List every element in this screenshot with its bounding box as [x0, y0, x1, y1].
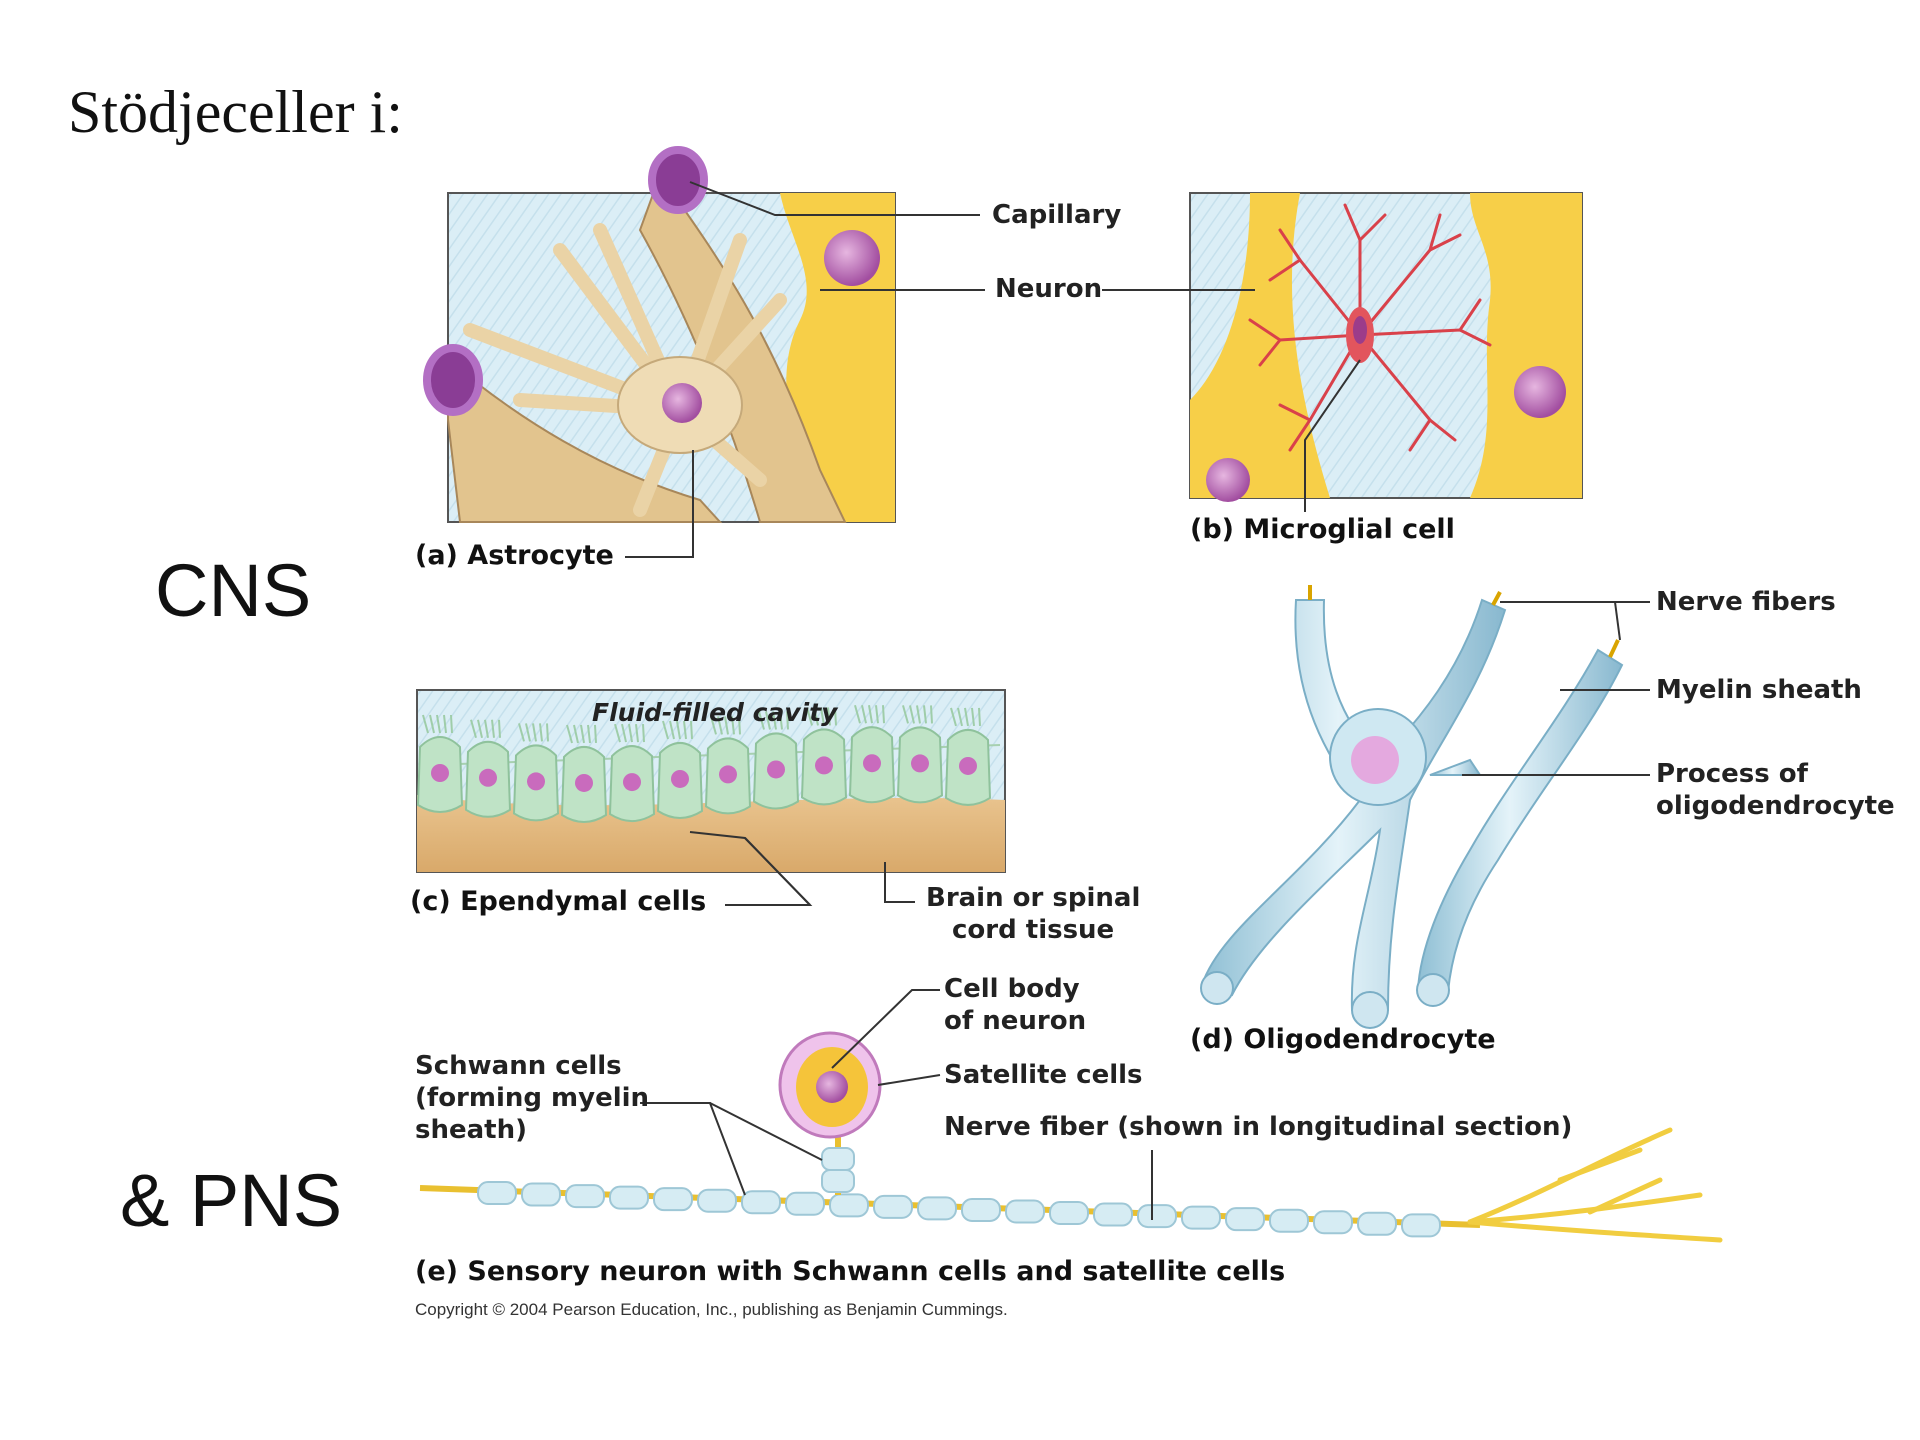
schwann-cell	[1313, 1210, 1353, 1235]
schwann-cell	[917, 1196, 957, 1221]
schwann-cell	[653, 1187, 693, 1212]
schwann-label-2: (forming myelin	[415, 1083, 650, 1113]
schwann-cell	[1049, 1201, 1089, 1226]
process-label-2: oligodendrocyte	[1656, 791, 1895, 821]
fluid-cavity-label: Fluid-filled cavity	[592, 698, 838, 727]
schwann-cell	[873, 1194, 913, 1219]
schwann-label-1: Schwann cells	[415, 1051, 622, 1081]
schwann-cell	[697, 1188, 737, 1213]
schwann-cell	[829, 1193, 869, 1218]
astrocyte-nucleus	[662, 383, 702, 423]
ependymal-nucleus	[623, 773, 641, 792]
ependymal-nucleus	[815, 756, 833, 775]
copyright-notice: Copyright © 2004 Pearson Education, Inc.…	[415, 1300, 1008, 1319]
slide-title: Stödjeceller i:	[68, 79, 403, 145]
neuron-nucleus	[824, 230, 880, 286]
microglia-caption: (b) Microglial cell	[1190, 514, 1455, 545]
schwann-cell	[1093, 1202, 1133, 1227]
cell-body-label-1: Cell body	[944, 974, 1080, 1004]
schwann-cell	[521, 1182, 561, 1207]
oligodendrocyte-caption: (d) Oligodendrocyte	[1190, 1024, 1496, 1055]
schwann-cell	[565, 1184, 605, 1209]
schwann-cell	[961, 1197, 1001, 1222]
schwann-cell	[1225, 1207, 1265, 1232]
schwann-cell	[1137, 1204, 1177, 1229]
schwann-cell	[1269, 1208, 1309, 1233]
sensory-neuron-caption: (e) Sensory neuron with Schwann cells an…	[415, 1256, 1286, 1287]
ependymal-nucleus	[479, 768, 497, 787]
schwann-cell	[1401, 1213, 1441, 1238]
schwann-cell	[609, 1185, 649, 1210]
schwann-cell	[1181, 1205, 1221, 1230]
ependymal-nucleus	[527, 772, 545, 791]
ependymal-nucleus	[671, 769, 689, 788]
nerve-fiber-label: Nerve fiber (shown in longitudinal secti…	[944, 1112, 1573, 1142]
schwann-cell	[1005, 1199, 1045, 1224]
ependymal-nucleus	[719, 765, 737, 784]
ependymal-nucleus	[767, 760, 785, 779]
microglia-panel	[1102, 192, 1583, 512]
ependymal-nucleus	[863, 754, 881, 773]
sensory-neuron-panel	[419, 989, 1723, 1243]
ependymal-nucleus	[959, 756, 977, 775]
capillary-opening	[648, 146, 708, 214]
schwann-label-3: sheath)	[415, 1115, 527, 1145]
schwann-cell	[1357, 1211, 1397, 1236]
schwann-cell	[741, 1190, 781, 1215]
schwann-cell	[477, 1181, 517, 1205]
cell-body-label-2: of neuron	[944, 1006, 1087, 1036]
capillary-label: Capillary	[992, 200, 1122, 230]
astrocyte-panel	[423, 146, 985, 558]
satellite-cells-label: Satellite cells	[944, 1060, 1143, 1090]
ependymal-nucleus	[431, 764, 449, 782]
ependymal-caption: (c) Ependymal cells	[410, 886, 707, 917]
ependymal-panel	[416, 689, 1006, 906]
neuron-cell-body	[816, 1071, 848, 1103]
capillary-opening	[423, 344, 483, 416]
process-label-1: Process of	[1656, 759, 1808, 789]
astrocyte-caption: (a) Astrocyte	[415, 540, 614, 571]
schwann-cell	[785, 1191, 825, 1216]
ependymal-nucleus	[911, 754, 929, 773]
oligodendrocyte-panel	[1200, 585, 1650, 1029]
brain-tissue-label-1: Brain or spinal	[926, 883, 1141, 913]
nerve-fibers-label: Nerve fibers	[1656, 587, 1836, 617]
myelin-sheath-label: Myelin sheath	[1656, 675, 1862, 705]
brain-tissue-label-2: cord tissue	[952, 915, 1115, 945]
cns-label: CNS	[155, 549, 312, 632]
pns-label: & PNS	[120, 1159, 343, 1242]
ependymal-nucleus	[575, 773, 593, 792]
neuron-label: Neuron	[995, 274, 1103, 304]
